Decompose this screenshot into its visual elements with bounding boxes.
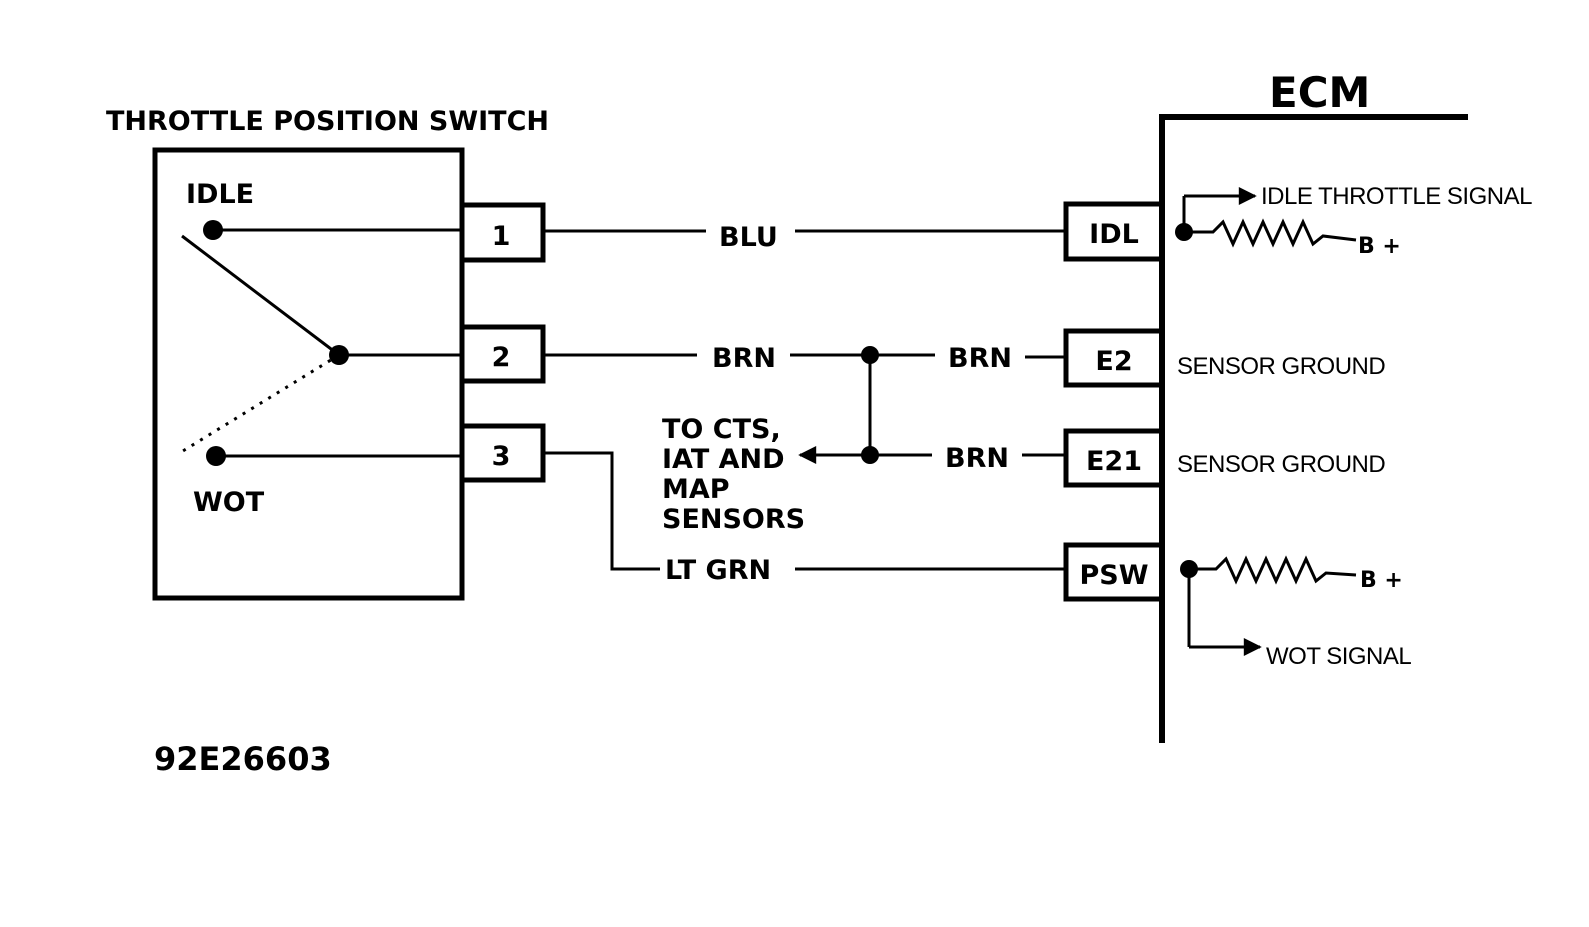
switch-pin-2-label: 2: [492, 342, 511, 373]
wire-brn-label-2: BRN: [948, 343, 1012, 374]
to-sensors-line-2: IAT AND: [662, 444, 785, 475]
ecm-pin-psw-label: PSW: [1079, 560, 1148, 591]
ecm-pin-psw: [1063, 542, 1165, 602]
ecm-pin-e21-label: E21: [1086, 446, 1142, 477]
ecm-pin-idl: [1063, 201, 1165, 262]
switch-pin-1-label: 1: [492, 221, 511, 252]
wire-brn-label-1: BRN: [712, 343, 776, 374]
switch-box: [152, 147, 465, 601]
idle-label: IDLE: [186, 179, 254, 210]
ecm-pin-idl-label: IDL: [1089, 219, 1139, 250]
idle-throttle-signal-label: IDLE THROTTLE SIGNAL: [1261, 183, 1532, 210]
switch-title: THROTTLE POSITION SWITCH: [106, 106, 549, 137]
to-sensors-line-3: MAP: [662, 474, 730, 505]
switch-arm: [181, 234, 340, 357]
ecm-title: ECM: [1269, 68, 1370, 117]
wot-signal-label: WOT SIGNAL: [1266, 643, 1411, 670]
psw-bplus-label: B +: [1360, 568, 1403, 593]
wot-label: WOT: [193, 487, 265, 518]
sensor-ground-label-1: SENSOR GROUND: [1177, 353, 1385, 380]
ecm-pin-e2: [1063, 328, 1165, 388]
idl-pullup-resistor: [1184, 218, 1357, 248]
figure-id: 92E26603: [154, 740, 332, 778]
to-sensors-line-1: TO CTS,: [662, 414, 781, 445]
sensor-ground-label-2: SENSOR GROUND: [1177, 451, 1385, 478]
wire-lt-grn-label: LT GRN: [665, 555, 771, 586]
idl-bplus-label: B +: [1358, 234, 1401, 259]
wire-brn-label-3: BRN: [945, 443, 1009, 474]
wire-blu-label: BLU: [719, 222, 778, 253]
switch-pin-3-label: 3: [492, 441, 511, 472]
ecm-pin-e21: [1063, 428, 1165, 488]
psw-pullup-resistor: [1189, 555, 1357, 585]
wire-lt-grn-left: [543, 451, 660, 571]
switch-arm-wot-position: [177, 353, 340, 456]
ecm-pin-e2-label: E2: [1095, 346, 1132, 377]
to-sensors-line-4: SENSORS: [662, 504, 805, 535]
